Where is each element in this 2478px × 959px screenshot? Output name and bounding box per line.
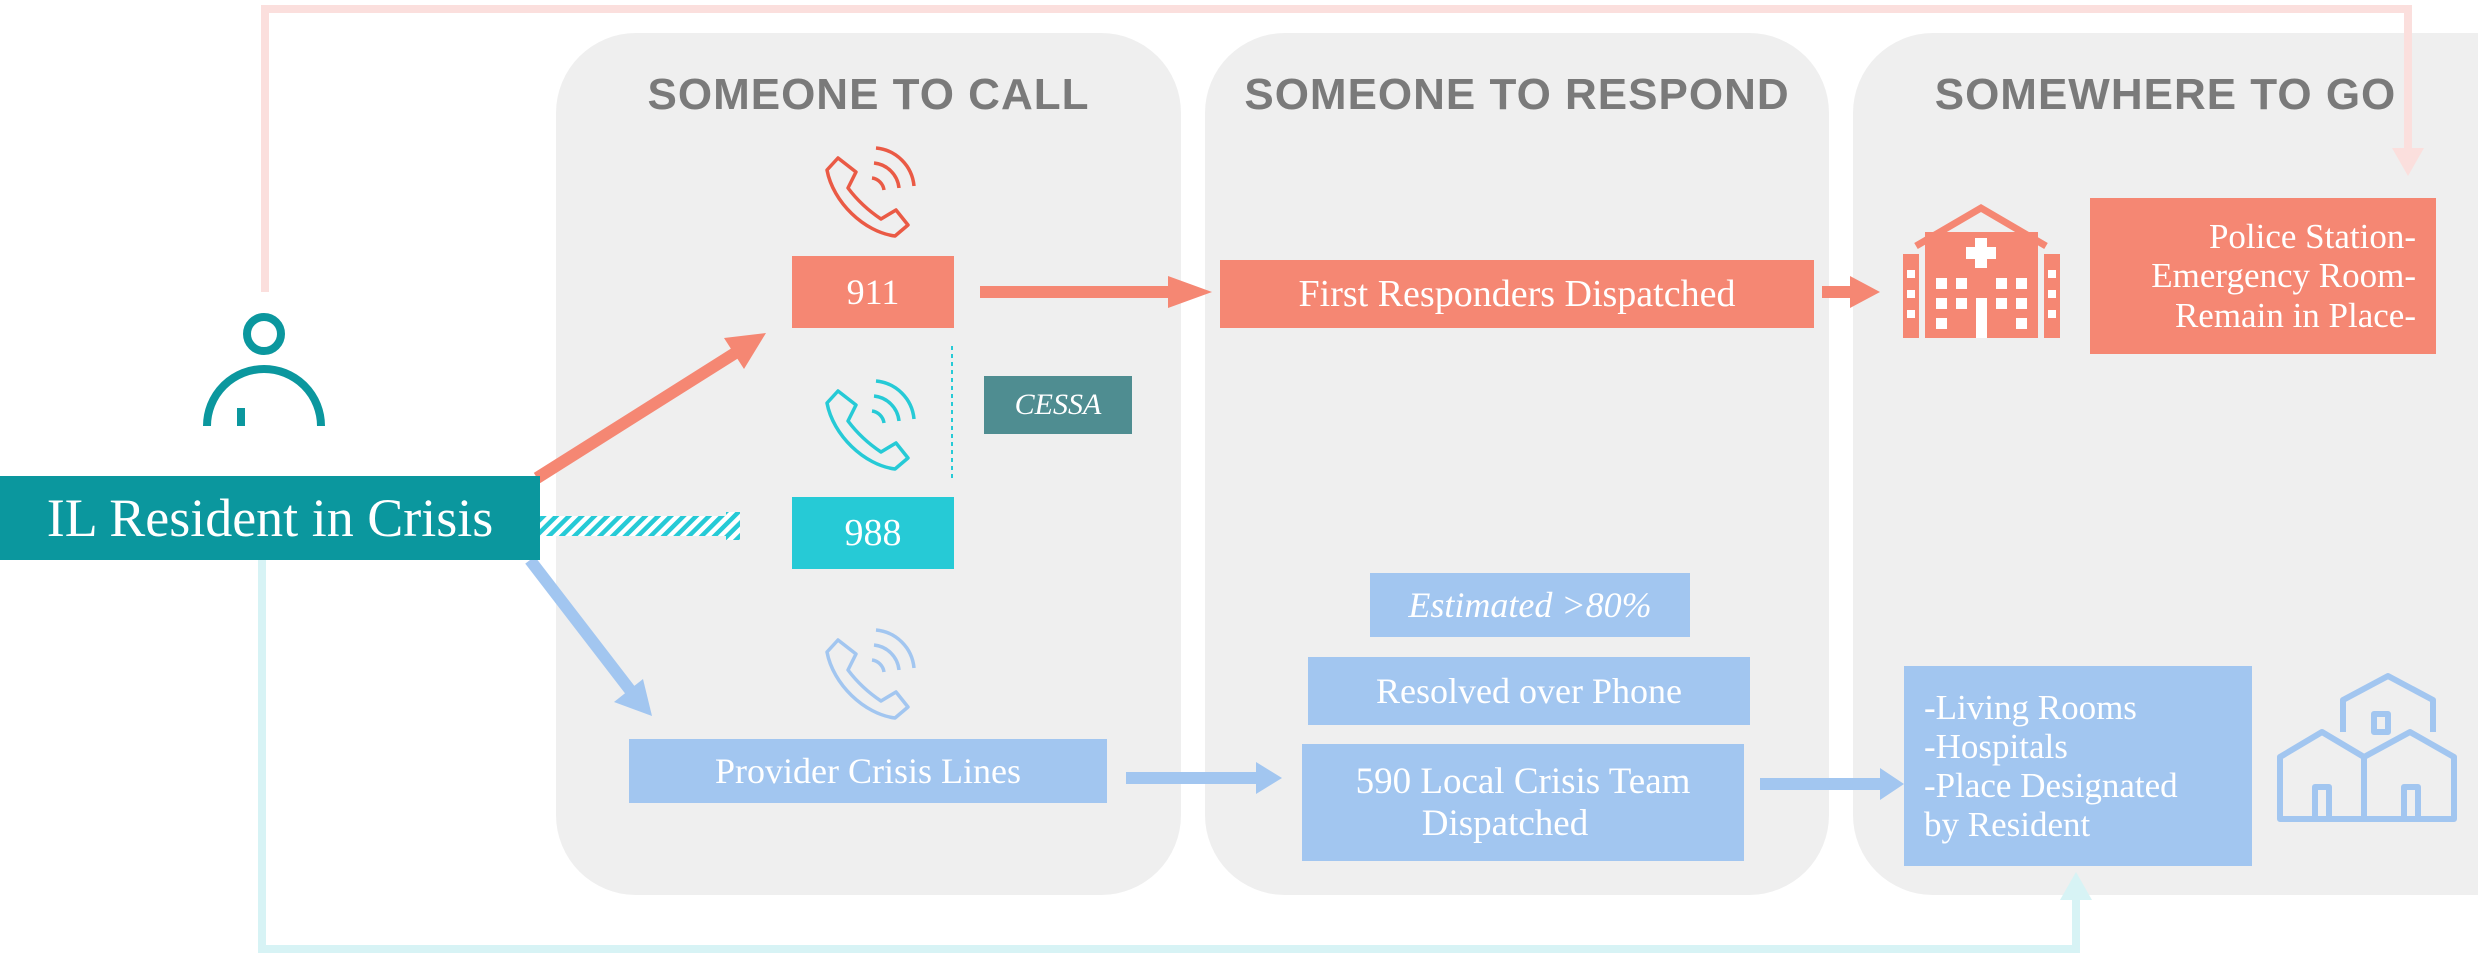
label-first-responders: First Responders Dispatched (1298, 272, 1736, 315)
box-provider-crisis-lines: Provider Crisis Lines (629, 739, 1107, 803)
label-provider-crisis-lines: Provider Crisis Lines (715, 750, 1021, 791)
label-local-crisis-team-line2: Dispatched (1421, 802, 1589, 844)
label-by-resident: by Resident (1924, 805, 2091, 845)
bottom-loop-arrowhead (2060, 872, 2092, 900)
box-first-responders: First Responders Dispatched (1220, 260, 1814, 328)
label-cessa: CESSA (1014, 388, 1102, 422)
arrowhead-provider-to-team (1256, 762, 1282, 794)
heading-someone-to-respond: SOMEONE TO RESPOND (1244, 70, 1790, 119)
box-988: 988 (792, 497, 954, 569)
arrowhead-to-provider-lines (614, 679, 652, 716)
label-emergency-room: Emergency Room- (2151, 256, 2416, 296)
heading-someone-to-call: SOMEONE TO CALL (647, 70, 1090, 119)
arrow-to-provider-lines (525, 556, 635, 694)
label-remain-in-place: Remain in Place- (2174, 295, 2416, 335)
arrow-responders-to-police (1822, 286, 1852, 298)
top-loop-arrowhead (2392, 148, 2424, 176)
arrow-team-to-community (1760, 778, 1882, 790)
phone-icon (825, 146, 916, 238)
arrow-to-911 (533, 344, 744, 484)
resident-in-crisis-label: IL Resident in Crisis (46, 487, 494, 548)
arrowhead-to-988 (726, 512, 740, 540)
arrowhead-responders-to-police (1850, 276, 1880, 308)
arrowhead-team-to-community (1880, 768, 1904, 800)
label-resolved-over-phone: Resolved over Phone (1376, 670, 1682, 711)
arrow-911-to-responders (980, 286, 1170, 298)
box-local-crisis-team: 590 Local Crisis Team Dispatched (1302, 744, 1744, 861)
box-estimated: Estimated >80% (1370, 573, 1690, 637)
box-resolved-over-phone: Resolved over Phone (1308, 657, 1750, 725)
top-loop-connector (261, 5, 2412, 292)
box-cessa: CESSA (984, 376, 1132, 434)
resident-in-crisis-box: IL Resident in Crisis (0, 476, 540, 560)
arrowhead-911-to-responders (1168, 276, 1212, 308)
label-place-designated: -Place Designated (1924, 766, 2178, 805)
hospital-icon (1903, 203, 2060, 338)
person-icon (203, 313, 325, 427)
box-police-er: Police Station- Emergency Room- Remain i… (2090, 198, 2436, 354)
phone-icon (825, 379, 916, 471)
arrowhead-to-911 (724, 333, 766, 369)
label-988: 988 (844, 511, 902, 554)
arrow-to-988 (540, 516, 730, 536)
box-911: 911 (792, 256, 954, 328)
heading-somewhere-to-go: SOMEWHERE TO GO (1934, 70, 2397, 119)
label-hospitals: -Hospitals (1924, 726, 2068, 766)
arrow-provider-to-team (1126, 772, 1258, 784)
houses-icon (2277, 673, 2457, 822)
bottom-loop-connector (258, 558, 2080, 953)
label-911: 911 (846, 271, 900, 312)
phone-icon (825, 628, 916, 720)
label-estimated: Estimated >80% (1408, 584, 1652, 625)
label-police-station: Police Station- (2208, 217, 2416, 257)
label-local-crisis-team-line1: 590 Local Crisis Team (1355, 761, 1691, 803)
label-living-rooms: -Living Rooms (1924, 687, 2137, 727)
box-community-destinations: -Living Rooms -Hospitals -Place Designat… (1904, 666, 2252, 866)
